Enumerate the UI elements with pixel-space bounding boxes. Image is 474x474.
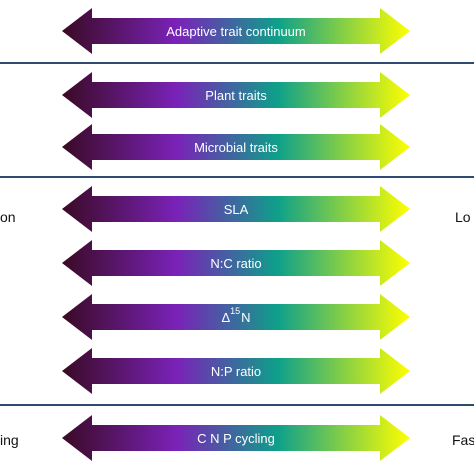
side-label-left-bottom: ing [0, 432, 19, 448]
double-arrow-shape [62, 186, 410, 232]
double-arrow-shape [62, 415, 410, 461]
arrow-plant-traits: Plant traits [62, 72, 410, 118]
arrow-microbial-traits: Microbial traits [62, 124, 410, 170]
arrow-label: Microbial traits [194, 139, 278, 155]
double-arrow-shape [62, 124, 410, 170]
arrow-nc-ratio: N:C ratio [62, 240, 410, 286]
arrow-np-ratio: N:P ratio [62, 348, 410, 394]
section-divider [0, 404, 474, 406]
double-arrow-shape [62, 8, 410, 54]
side-label-right-bottom: Fas [452, 432, 474, 448]
arrow-label: N:P ratio [210, 363, 262, 379]
arrow-sla: SLA [62, 186, 410, 232]
arrow-label: Plant traits [205, 87, 267, 103]
element-symbol: N [241, 309, 251, 325]
side-label-right: Lo [455, 209, 471, 225]
arrow-cnp-cycling: C N P cycling [62, 415, 410, 461]
arrow-adaptive-trait-continuum: Adaptive trait continuum [62, 8, 410, 54]
double-arrow-shape [62, 294, 410, 340]
arrow-label: C N P cycling [197, 430, 275, 446]
delta-symbol: Δ [221, 309, 231, 325]
double-arrow-shape [62, 72, 410, 118]
arrow-label: SLA [223, 201, 249, 217]
section-divider [0, 176, 474, 178]
arrow-label: N:C ratio [210, 255, 262, 271]
double-arrow-shape [62, 348, 410, 394]
arrow-label: Adaptive trait continuum [166, 23, 306, 39]
side-label-left: on [0, 209, 16, 225]
isotope-superscript: 15 [230, 305, 241, 316]
double-arrow-shape [62, 240, 410, 286]
section-divider [0, 62, 474, 64]
